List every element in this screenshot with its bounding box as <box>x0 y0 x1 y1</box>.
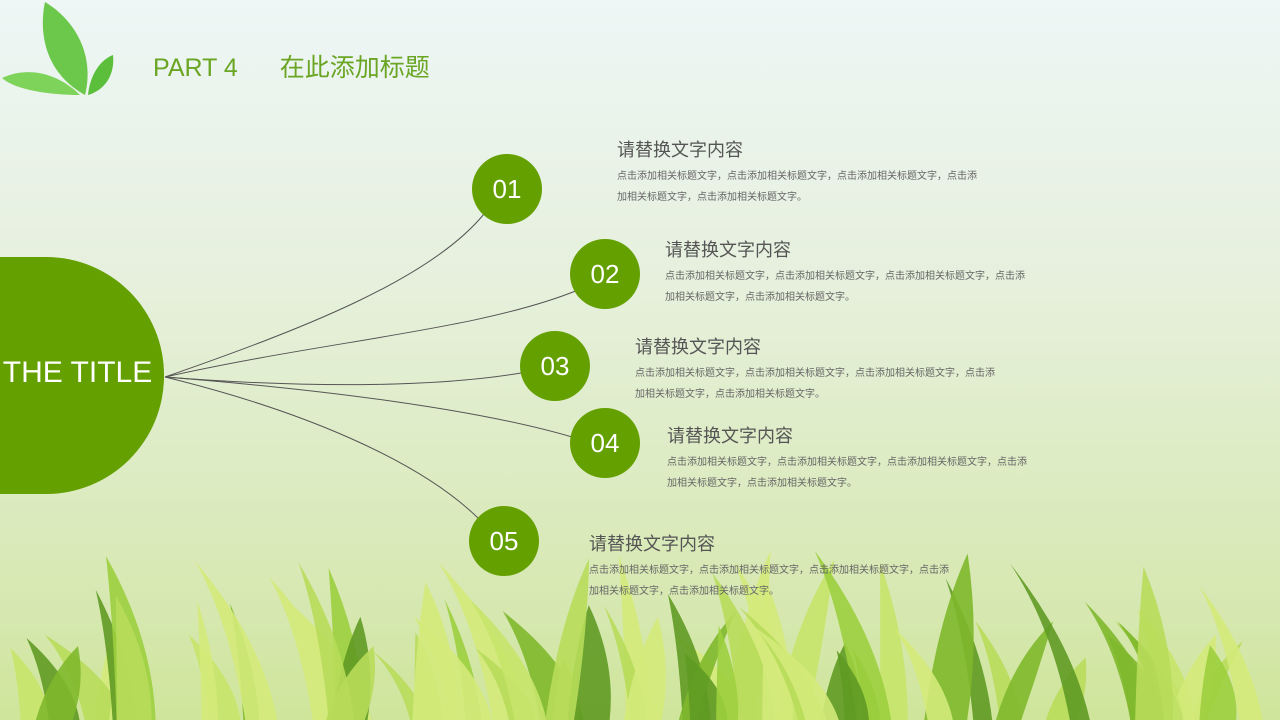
grass-blade <box>545 558 590 720</box>
slide-title: 在此添加标题 <box>279 53 430 82</box>
item-05: 请替换文字内容 点击添加相关标题文字，点击添加相关标题文字，点击添加相关标题文字… <box>589 530 949 602</box>
grass-blade <box>1199 645 1237 720</box>
slide-header: PART 4 在此添加标题 <box>153 48 430 84</box>
grass-blade <box>895 629 953 720</box>
item-04: 请替换文字内容 点击添加相关标题文字，点击添加相关标题文字，点击添加相关标题文字… <box>667 422 1027 494</box>
grass-blade <box>752 625 839 720</box>
item-title: 请替换文字内容 <box>665 240 791 261</box>
part-label: PART 4 <box>153 54 238 82</box>
grass-blade <box>995 621 1054 720</box>
grass-blade <box>712 573 776 720</box>
grass-blade <box>298 562 354 720</box>
grass-decoration <box>10 551 1263 720</box>
item-body: 点击添加相关标题文字，点击添加相关标题文字，点击添加相关标题文字，点击添加相关标… <box>589 565 949 597</box>
node-04: 04 <box>570 408 640 478</box>
connector-lines <box>164 213 579 521</box>
grass-blade <box>195 561 278 720</box>
item-title: 请替换文字内容 <box>635 337 761 358</box>
grass-blade <box>880 562 908 720</box>
item-title: 请替换文字内容 <box>617 140 743 161</box>
item-03: 请替换文字内容 点击添加相关标题文字，点击添加相关标题文字，点击添加相关标题文字… <box>635 333 995 405</box>
grass-blade <box>1135 566 1173 720</box>
grass-blade <box>1199 586 1263 720</box>
item-body: 点击添加相关标题文字，点击添加相关标题文字，点击添加相关标题文字，点击添加相关标… <box>667 457 1027 489</box>
node-01: 01 <box>472 154 542 224</box>
node-05: 05 <box>469 506 539 576</box>
node-03: 03 <box>520 331 590 401</box>
grass-blade <box>10 648 51 720</box>
grass-blade <box>44 634 125 720</box>
grass-blade <box>924 553 974 720</box>
grass-blade <box>412 582 457 720</box>
leaf-logo-icon <box>2 2 114 95</box>
item-body: 点击添加相关标题文字，点击添加相关标题文字，点击添加相关标题文字，点击添加相关标… <box>617 171 977 203</box>
grass-blade <box>469 598 547 720</box>
center-title: THE TITLE <box>2 356 153 389</box>
grass-blade <box>115 595 152 720</box>
item-body: 点击添加相关标题文字，点击添加相关标题文字，点击添加相关标题文字，点击添加相关标… <box>665 271 1025 303</box>
item-body: 点击添加相关标题文字，点击添加相关标题文字，点击添加相关标题文字，点击添加相关标… <box>635 368 995 400</box>
grass-blade <box>716 626 739 720</box>
item-01: 请替换文字内容 点击添加相关标题文字，点击添加相关标题文字，点击添加相关标题文字… <box>617 136 977 208</box>
grass-blade <box>836 650 869 720</box>
node-02: 02 <box>570 239 640 309</box>
grass-blade <box>1010 563 1090 720</box>
grass-blade <box>624 616 666 720</box>
grass-blade <box>35 646 81 720</box>
item-title: 请替换文字内容 <box>589 534 715 555</box>
item-02: 请替换文字内容 点击添加相关标题文字，点击添加相关标题文字，点击添加相关标题文字… <box>665 236 1025 308</box>
grass-blade <box>197 600 219 720</box>
grass-blade <box>814 551 892 720</box>
item-title: 请替换文字内容 <box>667 426 793 447</box>
